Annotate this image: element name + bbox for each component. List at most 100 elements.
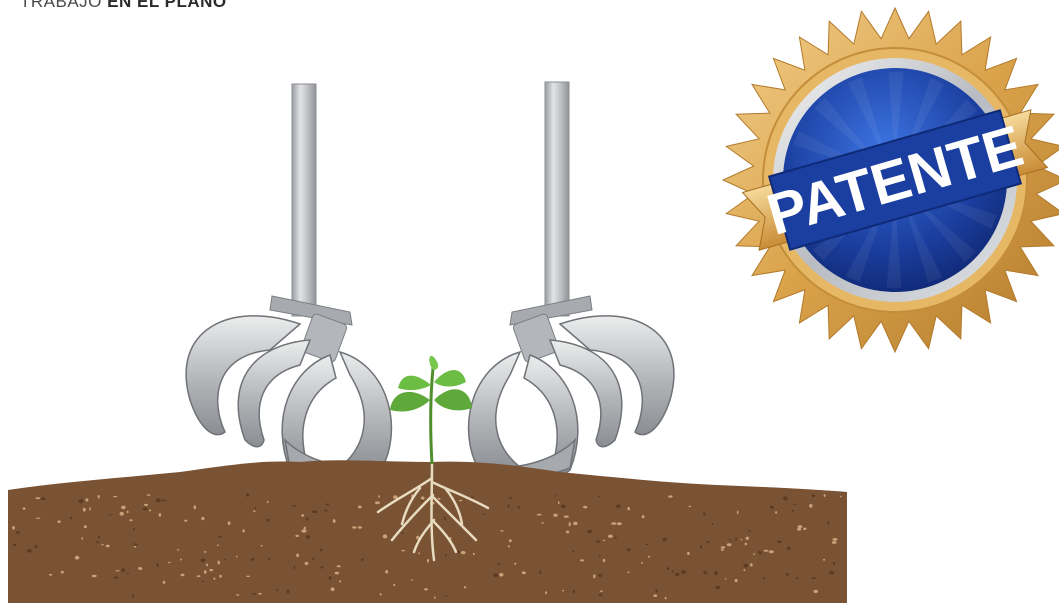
soil-speck: [514, 563, 516, 565]
soil-speck: [434, 597, 436, 599]
soil-speck: [156, 563, 159, 566]
soil-speck: [246, 493, 249, 496]
seedling-stem: [431, 368, 433, 464]
soil-speck: [201, 517, 204, 521]
soil-speck: [823, 559, 825, 561]
soil-speck: [689, 506, 692, 507]
soil-speck: [729, 539, 732, 540]
soil-speck: [41, 497, 46, 500]
soil-speck: [35, 497, 40, 499]
soil-speck: [554, 495, 556, 497]
soil-speck: [89, 507, 91, 510]
soil-speck: [653, 594, 657, 597]
soil-speck: [325, 510, 328, 512]
soil-speck: [113, 496, 117, 497]
soil-speck: [617, 522, 622, 525]
soil-speck: [812, 494, 815, 497]
soil-speck: [138, 567, 142, 570]
soil-speck: [306, 535, 310, 539]
soil-speck: [301, 529, 306, 532]
soil-speck: [358, 506, 362, 509]
soil-speck: [786, 573, 789, 576]
soil-speck: [777, 541, 782, 543]
soil-speck: [61, 571, 64, 574]
soil-speck: [147, 494, 151, 495]
soil-speck: [180, 559, 182, 561]
soil-speck: [783, 497, 788, 501]
soil-speck: [98, 536, 100, 538]
soil-speck: [401, 550, 405, 551]
soil-speck: [251, 558, 255, 561]
soil-speck: [662, 538, 666, 541]
soil-speck: [36, 518, 41, 519]
soil-speck: [497, 563, 500, 564]
soil-speck: [593, 574, 595, 578]
soil-speck: [331, 587, 335, 591]
soil-speck: [573, 522, 577, 525]
soil-speck: [461, 551, 466, 554]
soil-speck: [333, 519, 336, 523]
soil-speck: [675, 573, 679, 576]
soil-speck: [337, 565, 341, 567]
soil-speck: [611, 522, 616, 525]
soil-speck: [558, 501, 560, 504]
soil-speck: [811, 577, 816, 579]
soil-speck: [703, 571, 707, 574]
soil-speck: [627, 548, 630, 551]
soil-speck: [725, 578, 727, 579]
soil-speck: [202, 581, 204, 582]
soil-speck: [770, 506, 774, 509]
soil-speck: [668, 495, 672, 497]
soil-speck: [75, 556, 80, 560]
soil-speck: [127, 573, 130, 574]
soil-speck: [85, 498, 88, 501]
soil-speck: [301, 514, 304, 517]
soil-speck: [113, 577, 118, 579]
soil-speck: [833, 562, 835, 565]
soil-speck: [645, 544, 648, 545]
soil-speck: [181, 574, 185, 577]
soil-speck: [385, 570, 388, 574]
soil-speck: [750, 563, 753, 566]
soil-speck: [109, 514, 112, 515]
soil-speck: [764, 550, 769, 552]
soil-speck: [149, 509, 151, 511]
soil-speck: [746, 537, 749, 540]
soil-speck: [253, 510, 255, 512]
soil-speck: [120, 512, 124, 516]
soil-speck: [224, 559, 226, 560]
soil-speck: [258, 593, 262, 595]
soil-speck: [132, 594, 134, 598]
soil-speck: [115, 570, 120, 571]
soil-speck: [161, 500, 166, 502]
soil-speck: [573, 590, 575, 593]
right-tool-fins: [469, 316, 674, 476]
soil-speck: [508, 504, 510, 507]
soil-speck: [378, 495, 380, 497]
soil-speck: [96, 542, 100, 543]
soil-speck: [70, 517, 72, 520]
soil-speck: [320, 549, 323, 552]
patente-badge: PATENTE: [723, 8, 1059, 352]
soil-speck: [383, 534, 388, 538]
soil-speck: [753, 553, 755, 555]
soil-speck: [294, 566, 296, 570]
soil-speck: [228, 521, 231, 525]
soil-speck: [418, 552, 420, 554]
soil-speck: [84, 525, 87, 528]
soil-speck: [296, 554, 299, 558]
soil-speck: [603, 540, 606, 541]
soil-speck: [748, 530, 750, 532]
soil-speck: [735, 537, 737, 541]
soil-speck: [129, 519, 132, 521]
soil-speck: [509, 539, 512, 542]
soil-speck: [358, 526, 362, 529]
soil-speck: [352, 526, 357, 528]
soil-speck: [792, 510, 795, 512]
soil-speck: [793, 504, 796, 505]
soil-speck: [218, 561, 220, 565]
soil-speck: [252, 593, 256, 594]
soil-speck: [335, 572, 339, 575]
soil-speck: [727, 543, 732, 546]
